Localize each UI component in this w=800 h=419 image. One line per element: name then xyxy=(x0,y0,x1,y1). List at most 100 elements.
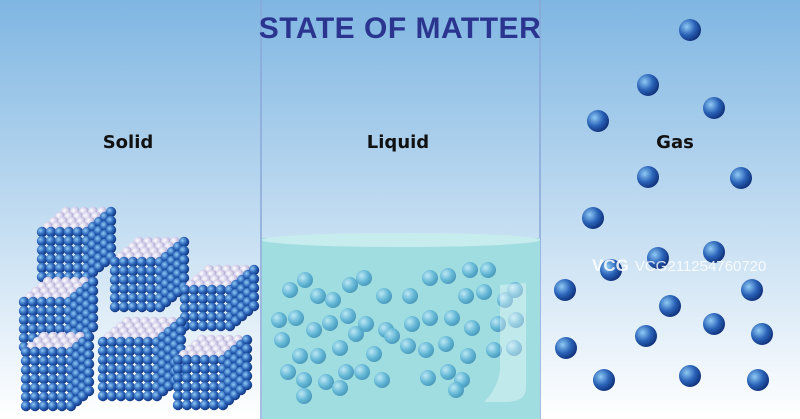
solid-particle xyxy=(36,323,48,335)
solid-particle xyxy=(215,311,227,323)
liquid-particle xyxy=(274,332,290,348)
solid-particle xyxy=(188,302,200,314)
solid-particle xyxy=(87,303,99,315)
solid-particle xyxy=(179,293,191,305)
solid-particle xyxy=(45,226,57,238)
solid-particle xyxy=(36,235,48,247)
solid-lattice-block xyxy=(109,236,190,313)
gas-particle xyxy=(635,325,657,347)
solid-lattice-block xyxy=(36,206,117,283)
liquid-particle xyxy=(296,372,312,388)
solid-particle xyxy=(20,391,32,403)
solid-particle xyxy=(105,215,117,227)
solid-particle xyxy=(178,272,190,284)
solid-particle xyxy=(29,355,41,367)
solid-particle xyxy=(29,400,41,412)
solid-particle xyxy=(109,292,121,304)
solid-particle xyxy=(197,320,209,332)
solid-particle xyxy=(127,256,139,268)
solid-particle xyxy=(54,323,66,335)
gas-particle xyxy=(587,110,609,132)
liquid-particle xyxy=(356,270,372,286)
solid-particle xyxy=(83,331,95,343)
solid-particle xyxy=(29,391,41,403)
solid-particle xyxy=(115,372,127,384)
gas-particle xyxy=(600,259,622,281)
solid-particle xyxy=(136,265,148,277)
solid-particle xyxy=(142,381,154,393)
liquid-particle xyxy=(288,310,304,326)
solid-particle xyxy=(47,391,59,403)
solid-particle xyxy=(47,382,59,394)
solid-particle xyxy=(215,302,227,314)
solid-particle xyxy=(29,346,41,358)
solid-particle xyxy=(18,305,30,317)
gas-particle xyxy=(703,241,725,263)
solid-particle xyxy=(199,381,211,393)
solid-particle xyxy=(118,301,130,313)
gas-particle xyxy=(747,369,769,391)
liquid-particle xyxy=(374,372,390,388)
liquid-particle xyxy=(486,342,502,358)
solid-particle xyxy=(20,364,32,376)
solid-particle xyxy=(181,390,193,402)
solid-particle xyxy=(45,253,57,265)
solid-particle xyxy=(20,382,32,394)
solid-particle xyxy=(45,235,57,247)
liquid-surface xyxy=(262,233,540,247)
solid-particle xyxy=(172,372,184,384)
solid-particle xyxy=(190,381,202,393)
solid-particle xyxy=(181,363,193,375)
liquid-particle xyxy=(366,346,382,362)
solid-particle xyxy=(190,363,202,375)
solid-particle xyxy=(145,274,157,286)
solid-particle xyxy=(27,296,39,308)
solid-particle xyxy=(124,336,136,348)
solid-particle xyxy=(206,302,218,314)
solid-particle xyxy=(36,262,48,274)
solid-particle xyxy=(142,372,154,384)
liquid-particle xyxy=(438,336,454,352)
solid-particle xyxy=(172,363,184,375)
solid-particle xyxy=(127,301,139,313)
solid-particle xyxy=(241,352,253,364)
solid-particle xyxy=(142,354,154,366)
solid-particle xyxy=(83,358,95,370)
solid-particle xyxy=(36,253,48,265)
solid-particle xyxy=(145,301,157,313)
solid-lattice-block xyxy=(97,316,187,402)
solid-particle xyxy=(47,373,59,385)
solid-particle xyxy=(47,364,59,376)
solid-particle xyxy=(54,296,66,308)
solid-particle xyxy=(45,323,57,335)
solid-particle xyxy=(105,224,117,236)
liquid-particle xyxy=(306,322,322,338)
solid-particle xyxy=(18,296,30,308)
solid-particle xyxy=(118,292,130,304)
solid-particle xyxy=(241,370,253,382)
solid-particle xyxy=(63,253,75,265)
liquid-particle xyxy=(282,282,298,298)
solid-particle xyxy=(97,390,109,402)
solid-particle xyxy=(145,256,157,268)
liquid-particle xyxy=(507,282,523,298)
liquid-particle xyxy=(348,326,364,342)
solid-particle xyxy=(63,244,75,256)
solid-particle xyxy=(133,345,145,357)
solid-particle xyxy=(106,354,118,366)
solid-particle xyxy=(127,283,139,295)
solid-particle xyxy=(142,345,154,357)
solid-particle xyxy=(197,293,209,305)
solid-particle xyxy=(38,373,50,385)
liquid-particle xyxy=(462,262,478,278)
solid-particle xyxy=(87,285,99,297)
solid-particle xyxy=(208,354,220,366)
gas-particles xyxy=(554,19,773,391)
solid-particle xyxy=(36,314,48,326)
gas-particle xyxy=(637,74,659,96)
solid-particle xyxy=(45,305,57,317)
solid-particle xyxy=(29,382,41,394)
solid-particle xyxy=(133,390,145,402)
liquid-particle xyxy=(402,288,418,304)
liquid-particle xyxy=(490,316,506,332)
